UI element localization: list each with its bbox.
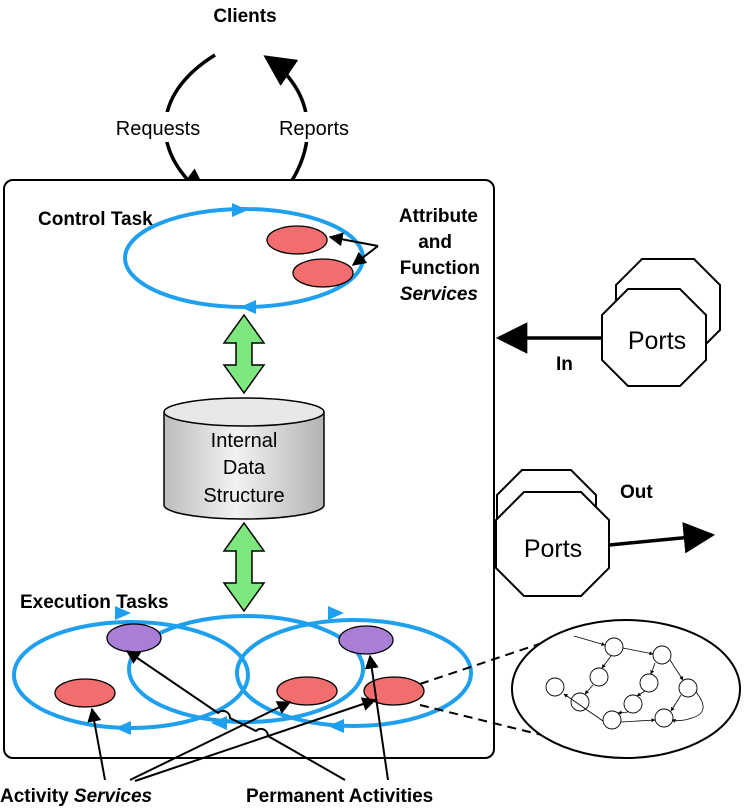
- output-port-front: [495, 491, 610, 597]
- fsm-boundary: [511, 619, 741, 759]
- requests-label-bg: [100, 112, 218, 142]
- zoom-line-top: [419, 641, 546, 685]
- fsm-node-2: [652, 645, 672, 665]
- services-label-word: Services: [74, 786, 152, 807]
- data-line-3: Structure: [203, 485, 284, 507]
- function-pointer: [351, 245, 379, 266]
- zoom-line-bottom: [419, 704, 551, 738]
- fsm-node-5: [678, 678, 698, 698]
- execution-task-ring-2: [127, 614, 365, 724]
- permanent-activity-2: [338, 625, 394, 655]
- function-service: [292, 258, 354, 288]
- out-arrow: [608, 522, 716, 554]
- activity-services-label: Activity Services: [0, 786, 152, 807]
- attribute-pointer: [328, 232, 379, 247]
- fsm-node-1: [604, 637, 624, 657]
- reports-label-bg: [265, 112, 365, 142]
- input-ports: Ports: [601, 258, 721, 387]
- control-ring-arrow-top: [232, 203, 248, 217]
- execution-tasks: [12, 606, 473, 735]
- execution-tasks-label: Execution Tasks: [20, 592, 169, 613]
- data-line-2: Data: [223, 457, 266, 479]
- activity-service-3: [363, 676, 425, 706]
- execution-ring-3-arrow-top: [328, 606, 344, 620]
- data-execution-exchange-arrow: [222, 521, 266, 613]
- fsm-node-10: [654, 708, 674, 728]
- data-line-1: Internal: [211, 430, 278, 452]
- activity-pointer-1: [87, 707, 106, 781]
- execution-ring-1-arrow-bottom: [115, 721, 131, 735]
- internal-data-structure: Internal Data Structure: [163, 397, 325, 520]
- permanent-activity-1: [106, 623, 162, 653]
- execution-task-ring-3: [235, 618, 473, 728]
- control-data-exchange-arrow: [222, 313, 266, 395]
- output-ports-label: Ports: [524, 535, 582, 563]
- activity-pointer-2: [129, 701, 292, 781]
- fsm-node-9: [602, 710, 622, 730]
- attribute-service: [266, 225, 328, 255]
- fsm-node-6: [545, 677, 565, 697]
- function-label: Function: [400, 258, 480, 279]
- execution-ring-1-arrow-top: [115, 606, 131, 620]
- permanent-pointer-2: [364, 654, 389, 781]
- fsm-node-7: [623, 694, 643, 714]
- fsm-node-3: [589, 667, 609, 687]
- control-task-label: Control Task: [38, 209, 153, 230]
- activity-service-2: [276, 676, 338, 706]
- and-label: and: [418, 232, 452, 253]
- in-label: In: [556, 354, 573, 375]
- clients-label: Clients: [213, 6, 276, 27]
- execution-ring-2-arrow-bottom: [211, 716, 227, 730]
- state-machine-detail: [511, 619, 741, 759]
- fsm-node-8: [570, 692, 590, 712]
- permanent-activities-label: Permanent Activities: [246, 786, 433, 807]
- execution-ring-3-arrow-bottom: [328, 719, 344, 733]
- control-ring-arrow-bottom: [240, 300, 256, 314]
- activity-label-word: Activity: [0, 786, 74, 807]
- out-label: Out: [620, 482, 653, 503]
- services-label: Services: [400, 284, 478, 305]
- reports-label: Reports: [279, 118, 349, 140]
- activity-service-1: [54, 678, 116, 708]
- activity-pointer-3: [134, 697, 377, 782]
- requests-label: Requests: [116, 118, 201, 140]
- input-port-front: [601, 288, 707, 387]
- output-ports: Ports: [495, 469, 610, 597]
- permanent-pointer-1: [125, 650, 346, 781]
- input-ports-label: Ports: [628, 327, 686, 355]
- control-task: Control Task: [38, 203, 365, 314]
- attribute-label: Attribute: [399, 206, 478, 227]
- fsm-node-4: [639, 673, 659, 693]
